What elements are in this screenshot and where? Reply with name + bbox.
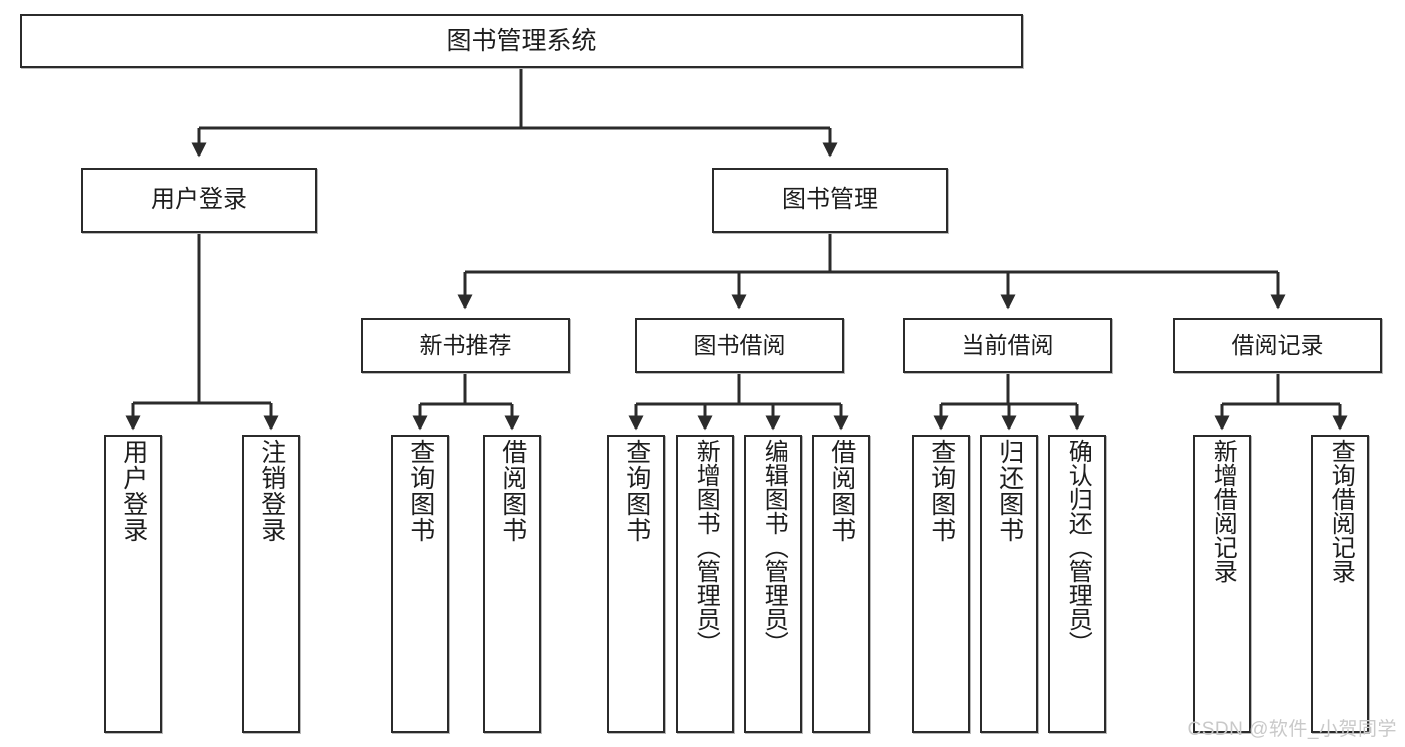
leaf-query-book-current[interactable]: 查询图书 bbox=[912, 435, 970, 733]
node-label: 图书管理 bbox=[782, 186, 878, 214]
node-label: 编辑图书（管理员） bbox=[760, 439, 788, 655]
node-label: 查询图书 bbox=[927, 439, 956, 543]
node-label: 借阅图书 bbox=[498, 439, 527, 543]
node-label: 图书管理系统 bbox=[446, 27, 597, 55]
node-label: 注销登录 bbox=[257, 439, 286, 543]
leaf-add-borrow-record[interactable]: 新增借阅记录 bbox=[1193, 435, 1251, 733]
leaf-confirm-return-admin[interactable]: 确认归还（管理员） bbox=[1048, 435, 1106, 733]
leaf-borrow-book-recommend[interactable]: 借阅图书 bbox=[483, 435, 541, 733]
leaf-query-book-recommend[interactable]: 查询图书 bbox=[391, 435, 449, 733]
node-current-borrow[interactable]: 当前借阅 bbox=[903, 318, 1112, 373]
node-label: 新增图书（管理员） bbox=[692, 439, 720, 655]
node-label: 新增借阅记录 bbox=[1209, 439, 1237, 583]
node-label: 用户登录 bbox=[151, 186, 247, 214]
node-label: 当前借阅 bbox=[961, 331, 1054, 358]
node-label: 借阅图书 bbox=[827, 439, 856, 543]
node-user-login[interactable]: 用户登录 bbox=[81, 168, 317, 233]
leaf-query-borrow-record[interactable]: 查询借阅记录 bbox=[1311, 435, 1369, 733]
node-book-borrow[interactable]: 图书借阅 bbox=[635, 318, 844, 373]
node-label: 借阅记录 bbox=[1231, 331, 1324, 358]
node-label: 查询图书 bbox=[622, 439, 651, 543]
leaf-user-login[interactable]: 用户登录 bbox=[104, 435, 162, 733]
csdn-watermark: CSDN @软件_小贺同学 bbox=[1187, 719, 1397, 740]
leaf-logout[interactable]: 注销登录 bbox=[242, 435, 300, 733]
node-label: 图书借阅 bbox=[693, 331, 786, 358]
leaf-add-book-admin[interactable]: 新增图书（管理员） bbox=[676, 435, 734, 733]
node-root-system[interactable]: 图书管理系统 bbox=[20, 14, 1023, 68]
node-label: 用户登录 bbox=[119, 439, 148, 543]
node-book-management[interactable]: 图书管理 bbox=[712, 168, 948, 233]
leaf-return-book[interactable]: 归还图书 bbox=[980, 435, 1038, 733]
leaf-query-book-borrow[interactable]: 查询图书 bbox=[607, 435, 665, 733]
leaf-edit-book-admin[interactable]: 编辑图书（管理员） bbox=[744, 435, 802, 733]
node-label: 归还图书 bbox=[995, 439, 1024, 543]
node-label: 新书推荐 bbox=[419, 331, 512, 358]
node-label: 确认归还（管理员） bbox=[1064, 439, 1092, 655]
node-new-book-recommend[interactable]: 新书推荐 bbox=[361, 318, 570, 373]
node-label: 查询借阅记录 bbox=[1327, 439, 1355, 583]
node-label: 查询图书 bbox=[406, 439, 435, 543]
node-borrow-record[interactable]: 借阅记录 bbox=[1173, 318, 1382, 373]
leaf-borrow-book[interactable]: 借阅图书 bbox=[812, 435, 870, 733]
